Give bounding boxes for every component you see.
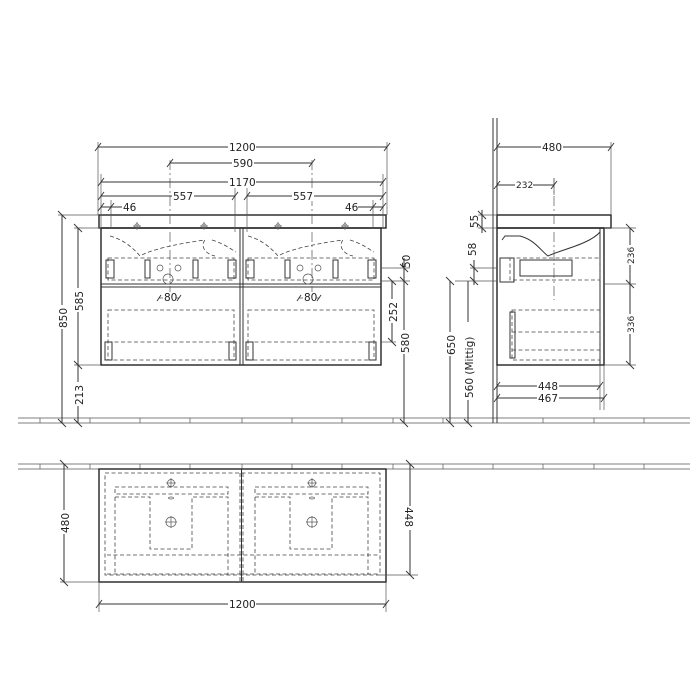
dim-plan-inner-depth: 448 (402, 507, 414, 527)
dim-side-inner-depth: 448 (538, 381, 558, 393)
front-right-dimensions: 50 580 252 (381, 255, 413, 428)
dim-lower-drawer: 336 (627, 316, 637, 333)
dim-plan-depth: 480 (60, 513, 72, 533)
dim-height-to-top: 580 (400, 333, 412, 353)
floor-line-upper (18, 417, 690, 424)
front-top-dimensions: 1200 590 1170 557 557 46 46 (94, 141, 391, 232)
dim-overall-width: 1200 (229, 142, 256, 154)
dim-total-height: 850 (58, 308, 70, 328)
side-view (492, 118, 612, 423)
wall-line-plan (18, 463, 690, 470)
dim-tap-spacing: 590 (233, 158, 253, 170)
dim-side-total-height: 650 (446, 335, 458, 355)
dim-left-offset: 46 (123, 202, 137, 214)
dim-cabinet-height: 585 (74, 291, 86, 311)
dim-waste-height: 560 (Mittig) (464, 337, 476, 398)
dim-drawer-height: 252 (388, 302, 400, 322)
side-dimensions: 480 232 55 58 650 560 (Mittig) 236 (443, 141, 637, 428)
front-view: 80 80 (98, 160, 387, 366)
dim-left-basin: 557 (173, 191, 193, 203)
dim-floor-clearance: 213 (74, 385, 86, 405)
front-left-dimensions: 850 585 213 (55, 210, 101, 428)
front-waste-spacing-right: 80 (304, 292, 317, 304)
dim-cabinet-width: 1170 (229, 177, 256, 189)
plan-dimensions: 480 448 1200 (57, 459, 418, 612)
plan-view (98, 468, 387, 583)
dim-plan-width: 1200 (229, 599, 256, 611)
front-waste-spacing-left: 80 (164, 292, 177, 304)
dim-basin-thickness: 55 (469, 215, 481, 228)
dim-side-cabinet-depth: 467 (538, 393, 558, 405)
dim-right-offset: 46 (345, 202, 359, 214)
dim-siphon-offset: 58 (467, 243, 479, 256)
dim-right-basin: 557 (293, 191, 313, 203)
dim-upper-drawer: 236 (627, 247, 637, 264)
dim-tap-offset: 232 (516, 181, 533, 191)
dim-side-depth: 480 (542, 142, 562, 154)
dim-gap: 50 (401, 255, 413, 268)
